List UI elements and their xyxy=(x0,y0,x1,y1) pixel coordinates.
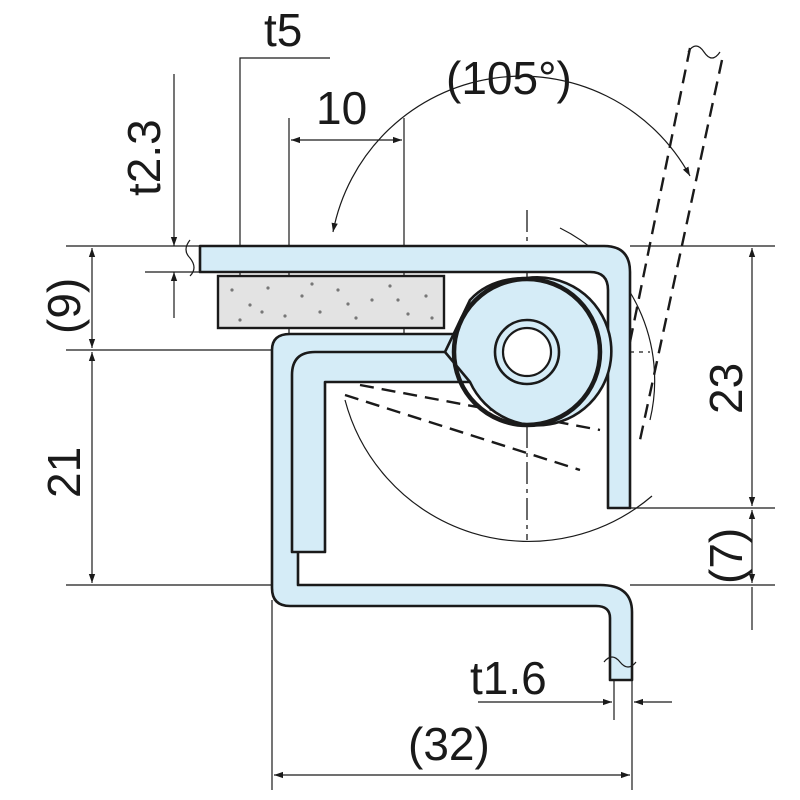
swing-arc xyxy=(331,75,691,543)
foam-gasket xyxy=(216,274,446,330)
dimension-lines xyxy=(88,74,756,779)
label-height-23: 23 xyxy=(700,363,752,414)
label-angle-105: (105°) xyxy=(446,52,572,104)
label-height-21: 21 xyxy=(38,447,90,498)
label-width-10: 10 xyxy=(316,82,367,134)
label-t2-3: t2.3 xyxy=(118,119,170,196)
label-width-32: (32) xyxy=(408,718,490,770)
label-t1-6: t1.6 xyxy=(470,652,547,704)
door-panel xyxy=(185,239,632,510)
hinge-leaf xyxy=(290,350,472,554)
extension-lines xyxy=(66,57,775,790)
hinge-knuckle xyxy=(443,276,613,428)
label-t5: t5 xyxy=(264,4,302,56)
dimension-labels: t5 10 (105°) t2.3 (9) 21 23 (7) t1.6 (32… xyxy=(38,4,752,770)
frame-profile xyxy=(270,332,637,682)
label-height-7: (7) xyxy=(700,528,752,584)
label-height-9: (9) xyxy=(38,278,90,334)
